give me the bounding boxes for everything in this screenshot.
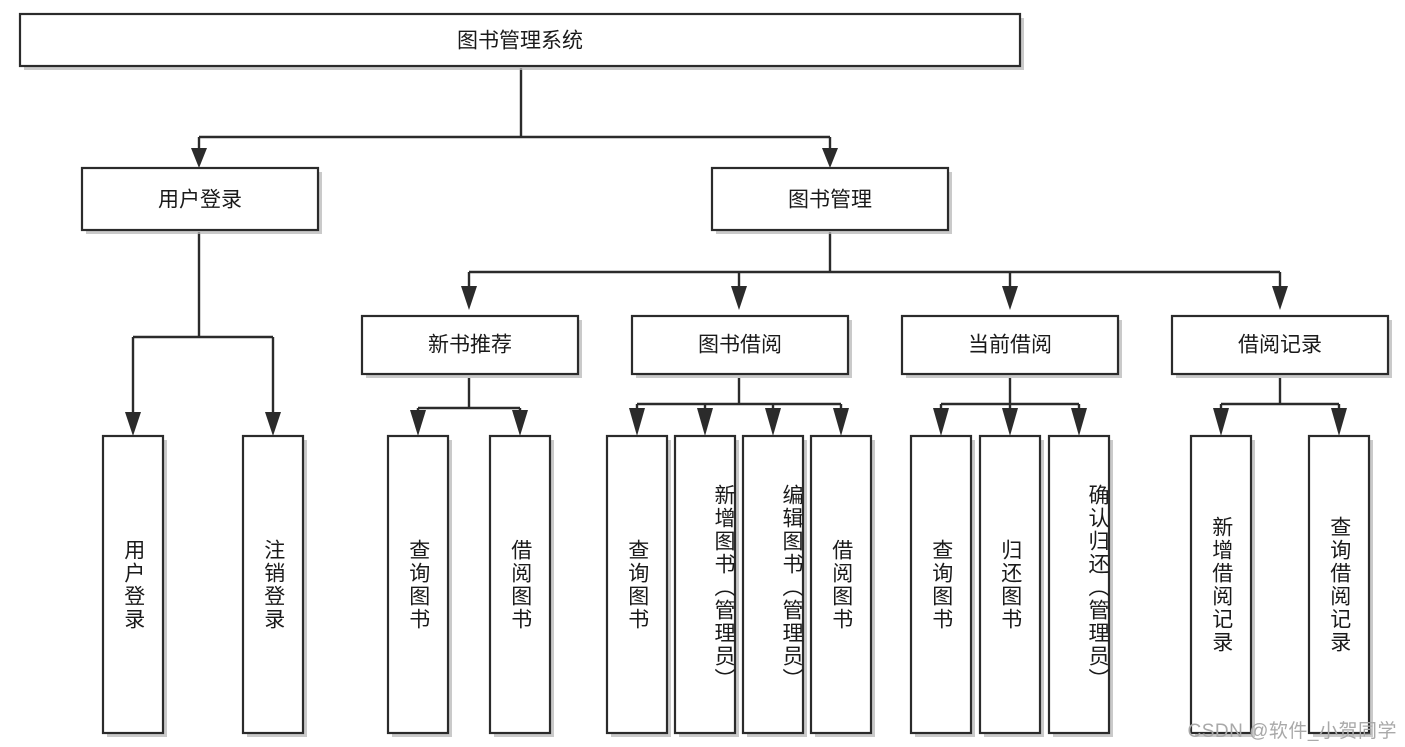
node-new-book-recommend[interactable]: 新书推荐 xyxy=(360,314,582,378)
arrow-head-bookborrow-leaf2 xyxy=(697,408,713,436)
user-login-label: 用户登录 xyxy=(158,189,242,212)
connector-group-root-to-level2 xyxy=(191,68,838,168)
leaf-cb-return-box xyxy=(978,434,1042,735)
book-borrow-label: 图书借阅 xyxy=(698,334,782,357)
arrow-head-borrowrecord-leaf1 xyxy=(1213,408,1229,436)
leaf-node-logout[interactable] xyxy=(241,434,307,737)
node-book-management[interactable]: 图书管理 xyxy=(710,166,952,234)
node-root-book-management-system[interactable]: 图书管理系统 xyxy=(18,12,1024,70)
arrow-head-currentborrow-leaf2 xyxy=(1002,408,1018,436)
book-management-box xyxy=(710,166,950,232)
leaf-bb-query-box xyxy=(605,434,669,735)
arrow-head-leaf-user-login xyxy=(125,412,141,436)
leaf-logout-box xyxy=(241,434,305,735)
arrow-head-newbook-leaf1 xyxy=(410,410,426,436)
leaf-bb-edit-box xyxy=(741,434,805,735)
leaf-cb-query-box xyxy=(909,434,973,735)
arrow-head-bookborrow-leaf3 xyxy=(765,408,781,436)
borrow-record-box xyxy=(1170,314,1390,376)
leaf-br-add-box xyxy=(1189,434,1253,735)
leaf-node-borrow-book-recommend[interactable] xyxy=(488,434,554,737)
root-label: 图书管理系统 xyxy=(457,30,583,53)
arrow-head-book-mgmt xyxy=(822,148,838,168)
leaf-nb-borrow-box xyxy=(488,434,552,735)
leaf-node-query-book-borrow[interactable] xyxy=(605,434,671,737)
leaf-user-login-box xyxy=(101,434,165,735)
csdn-watermark: CSDN @软件_小贺同学 xyxy=(1187,721,1397,742)
user-login-box xyxy=(80,166,320,232)
arrow-head-new-book-recommend xyxy=(461,286,477,310)
connector-group-currentborrow-to-leaves xyxy=(933,378,1087,436)
leaf-bb-borrow-box xyxy=(809,434,873,735)
leaf-node-add-borrow-record[interactable] xyxy=(1189,434,1255,737)
current-borrow-label: 当前借阅 xyxy=(968,334,1052,357)
arrow-head-newbook-leaf2 xyxy=(512,410,528,436)
node-book-borrow[interactable]: 图书借阅 xyxy=(630,314,852,378)
arrow-head-leaf-logout xyxy=(265,412,281,436)
connector-group-borrowrecord-to-leaves xyxy=(1213,378,1347,436)
borrow-record-label: 借阅记录 xyxy=(1238,334,1322,357)
node-borrow-record[interactable]: 借阅记录 xyxy=(1170,314,1392,378)
new-book-recommend-box xyxy=(360,314,580,376)
arrow-head-borrowrecord-leaf2 xyxy=(1331,408,1347,436)
leaf-node-query-book-current[interactable] xyxy=(909,434,975,737)
leaf-bb-add-box xyxy=(673,434,737,735)
arrow-head-user-login xyxy=(191,148,207,168)
arrow-head-bookborrow-leaf1 xyxy=(629,408,645,436)
book-borrow-box xyxy=(630,314,850,376)
leaf-br-query-box xyxy=(1307,434,1371,735)
arrow-head-bookborrow-leaf4 xyxy=(833,408,849,436)
leaf-node-confirm-return-admin[interactable] xyxy=(1047,434,1113,737)
book-management-label: 图书管理 xyxy=(788,189,872,212)
new-book-recommend-label: 新书推荐 xyxy=(428,334,512,357)
connector-group-bookborrow-to-leaves xyxy=(629,378,849,436)
connector-group-bookmgmt-to-level3 xyxy=(461,232,1288,310)
leaf-node-return-book[interactable] xyxy=(978,434,1044,737)
leaf-node-query-borrow-record[interactable] xyxy=(1307,434,1373,737)
current-borrow-box xyxy=(900,314,1120,376)
node-user-login[interactable]: 用户登录 xyxy=(80,166,322,234)
leaf-cb-confirm-box xyxy=(1047,434,1111,735)
connector-group-userlogin-to-leaves xyxy=(125,232,281,436)
leaf-node-add-book-admin[interactable] xyxy=(673,434,739,737)
leaf-node-borrow-book-borrow[interactable] xyxy=(809,434,875,737)
arrow-head-currentborrow-leaf3 xyxy=(1071,408,1087,436)
leaf-node-query-book-recommend[interactable] xyxy=(386,434,452,737)
arrow-head-borrow-record xyxy=(1272,286,1288,310)
arrow-head-book-borrow xyxy=(731,286,747,310)
arrow-head-current-borrow xyxy=(1002,286,1018,310)
root-box xyxy=(18,12,1022,68)
arrow-head-currentborrow-leaf1 xyxy=(933,408,949,436)
connector-group-newbook-to-leaves xyxy=(410,378,528,436)
leaf-node-user-login[interactable] xyxy=(101,434,167,737)
leaf-node-edit-book-admin[interactable] xyxy=(741,434,807,737)
leaf-nb-query-box xyxy=(386,434,450,735)
node-current-borrow[interactable]: 当前借阅 xyxy=(900,314,1122,378)
